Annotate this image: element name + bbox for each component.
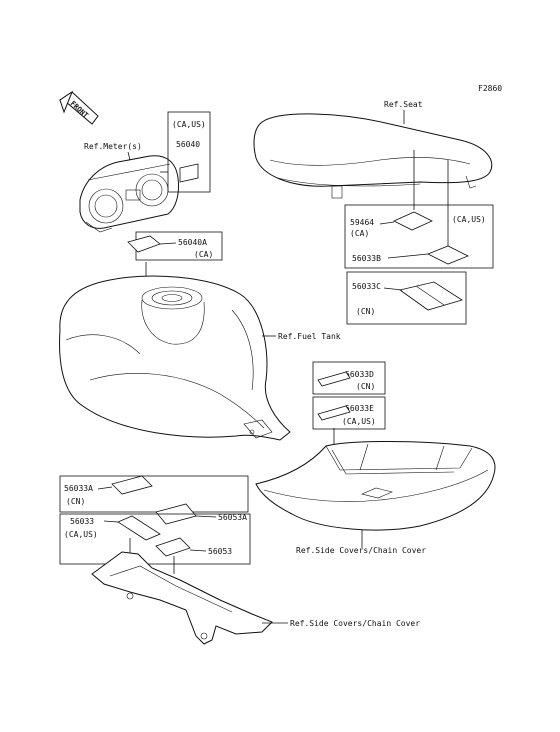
meter-part: [79, 155, 179, 233]
part-region-56033E: (CA,US): [342, 417, 376, 426]
part-number-56033C: 56033C: [352, 282, 381, 291]
label-sticker-56033: [117, 515, 161, 541]
label-box-56033C: [346, 271, 467, 325]
figure-id: F2860: [478, 84, 502, 93]
ref-side-covers-label-1: Ref.Side Covers/Chain Cover: [296, 546, 426, 555]
seat-part: [253, 113, 492, 199]
part-region-56033D: (CN): [356, 382, 375, 391]
label-sticker-56033E: [317, 405, 351, 421]
part-region-56040A: (CA): [194, 250, 213, 259]
part-number-56033: 56033: [70, 517, 94, 526]
label-box-56033E: [312, 396, 386, 430]
label-sticker-56033D: [317, 371, 351, 387]
ref-seat-label: Ref.Seat: [384, 100, 423, 109]
ref-fuel-tank-label: Ref.Fuel Tank: [278, 332, 341, 341]
part-number-56033E: 56033E: [345, 404, 374, 413]
part-region-59464: (CA): [350, 229, 369, 238]
label-box-56033: [59, 513, 251, 565]
part-number-56033B: 56033B: [352, 254, 381, 263]
part-number-56040: 56040: [176, 140, 200, 149]
label-sticker-59464: [393, 211, 433, 231]
label-box-56033D: [312, 361, 386, 395]
label-box-56033A: [59, 475, 249, 513]
part-number-56033A: 56033A: [64, 484, 93, 493]
front-arrow-icon: FRONT: [58, 90, 99, 125]
ref-side-covers-label-2: Ref.Side Covers/Chain Cover: [290, 619, 420, 628]
side-cover-part: [255, 441, 496, 531]
label-sticker-56033B: [427, 245, 469, 265]
label-sticker-56053: [155, 537, 191, 557]
label-box-56040: [167, 111, 211, 193]
chain-cover-part: [91, 551, 273, 645]
part-number-59464: 59464: [350, 218, 374, 227]
part-region-56033B: (CA,US): [452, 215, 486, 224]
fuel-tank-part: [59, 275, 291, 441]
part-number-56053A: 56053A: [218, 513, 247, 522]
part-number-56053: 56053: [208, 547, 232, 556]
label-sticker-56040: [179, 163, 199, 183]
part-number-56040A: 56040A: [178, 238, 207, 247]
label-sticker-56040A: [127, 235, 161, 253]
ref-meter-label: Ref.Meter(s): [84, 142, 142, 151]
part-region-56033: (CA,US): [64, 530, 98, 539]
label-sticker-56033A: [111, 475, 153, 495]
part-region-56033A: (CN): [66, 497, 85, 506]
label-box-56033B: [344, 204, 494, 269]
part-region-56033C: (CN): [356, 307, 375, 316]
part-region-56040: (CA,US): [172, 120, 206, 129]
part-number-56033D: 56033D: [345, 370, 374, 379]
